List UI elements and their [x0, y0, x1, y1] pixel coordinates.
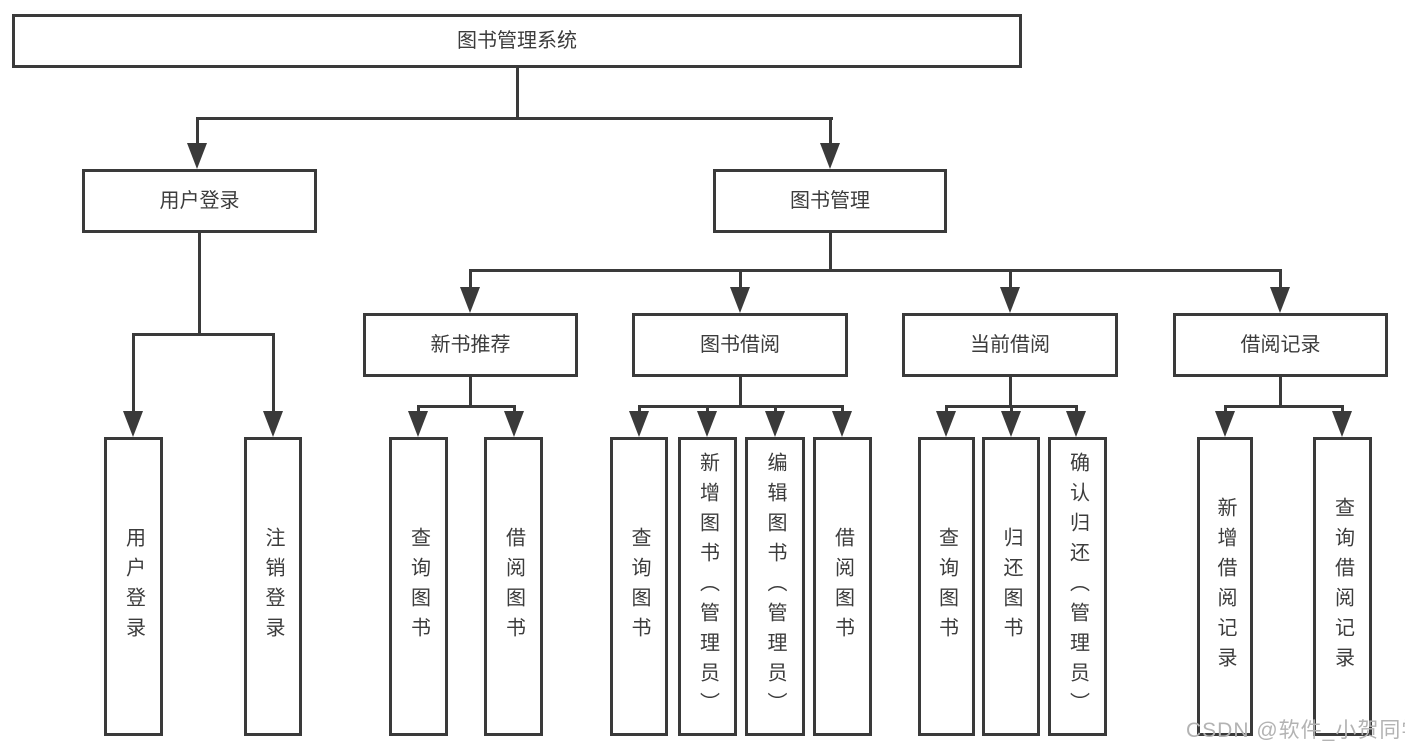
- leaf-query-books-3-label: 查询图书: [935, 526, 958, 647]
- node-current-borrowing-label: 当前借阅: [970, 334, 1050, 356]
- node-new-book-recommend-label: 新书推荐: [430, 334, 511, 356]
- leaf-borrow-books-2-label: 借阅图书: [831, 526, 854, 647]
- connector-hline: [1224, 405, 1343, 408]
- node-user-login-label: 用户登录: [159, 190, 240, 212]
- arrow-down-icon: [504, 411, 524, 437]
- node-book-borrowing: 图书借阅: [632, 313, 848, 377]
- connector-vline: [841, 405, 844, 415]
- arrow-down-icon: [1000, 287, 1020, 313]
- arrow-down-icon: [460, 287, 480, 313]
- leaf-query-borrow-record: 查询借阅记录: [1313, 437, 1372, 736]
- connector-vline: [1010, 405, 1013, 415]
- connector-vline: [1341, 405, 1344, 415]
- arrow-down-icon: [765, 411, 785, 437]
- node-root: 图书管理系统: [12, 14, 1022, 68]
- connector-vline: [272, 333, 275, 414]
- node-book-management: 图书管理: [713, 169, 947, 233]
- connector-hline: [196, 117, 833, 120]
- arrow-down-icon: [697, 411, 717, 437]
- arrow-down-icon: [629, 411, 649, 437]
- leaf-query-books-1-label: 查询图书: [407, 526, 430, 647]
- node-user-login: 用户登录: [82, 169, 317, 233]
- leaf-return-books: 归还图书: [982, 437, 1040, 736]
- leaf-add-borrow-record: 新增借阅记录: [1197, 437, 1253, 736]
- connector-vline: [417, 405, 420, 415]
- connector-vline: [774, 405, 777, 415]
- leaf-query-books-2: 查询图书: [610, 437, 668, 736]
- leaf-logout: 注销登录: [244, 437, 302, 736]
- connector-vline: [1009, 269, 1012, 290]
- leaf-add-books-admin: 新增图书（管理员）: [678, 437, 737, 736]
- connector-vline: [469, 375, 472, 408]
- connector-vline: [513, 405, 516, 415]
- leaf-edit-books-admin-label: 编辑图书（管理员）: [764, 451, 786, 722]
- arrow-down-icon: [1001, 411, 1021, 437]
- arrow-down-icon: [187, 143, 207, 169]
- node-current-borrowing: 当前借阅: [902, 313, 1118, 377]
- connector-hline: [132, 333, 275, 336]
- connector-vline: [132, 333, 135, 414]
- leaf-logout-label: 注销登录: [262, 526, 284, 647]
- leaf-add-books-admin-label: 新增图书（管理员）: [696, 451, 719, 722]
- arrow-down-icon: [263, 411, 283, 437]
- node-borrowing-records-label: 借阅记录: [1240, 334, 1321, 356]
- leaf-query-borrow-record-label: 查询借阅记录: [1331, 496, 1354, 677]
- connector-vline: [706, 405, 709, 415]
- node-borrowing-records: 借阅记录: [1173, 313, 1388, 377]
- connector-hline: [469, 269, 1282, 272]
- leaf-query-books-2-label: 查询图书: [628, 526, 650, 647]
- connector-vline: [945, 405, 948, 415]
- arrow-down-icon: [1066, 411, 1086, 437]
- arrow-down-icon: [123, 411, 143, 437]
- connector-vline: [1279, 269, 1282, 290]
- leaf-user-login-label: 用户登录: [122, 526, 145, 647]
- connector-vline: [196, 117, 199, 146]
- leaf-borrow-books-1: 借阅图书: [484, 437, 543, 736]
- leaf-query-books-1: 查询图书: [389, 437, 448, 736]
- node-book-borrowing-label: 图书借阅: [700, 334, 780, 356]
- leaf-query-books-3: 查询图书: [918, 437, 975, 736]
- connector-vline: [1009, 375, 1012, 408]
- node-new-book-recommend: 新书推荐: [363, 313, 578, 377]
- leaf-borrow-books-1-label: 借阅图书: [502, 526, 525, 647]
- arrow-down-icon: [1270, 287, 1290, 313]
- connector-vline: [739, 375, 742, 408]
- connector-hline: [638, 405, 844, 408]
- arrow-down-icon: [408, 411, 428, 437]
- leaf-confirm-return-admin-label: 确认归还（管理员）: [1066, 451, 1089, 722]
- leaf-edit-books-admin: 编辑图书（管理员）: [745, 437, 805, 736]
- connector-vline: [1075, 405, 1078, 415]
- arrow-down-icon: [832, 411, 852, 437]
- node-book-management-label: 图书管理: [790, 190, 870, 212]
- leaf-confirm-return-admin: 确认归还（管理员）: [1048, 437, 1107, 736]
- connector-hline: [417, 405, 516, 408]
- connector-vline: [516, 68, 519, 119]
- leaf-user-login: 用户登录: [104, 437, 163, 736]
- connector-vline: [1279, 375, 1282, 408]
- connector-vline: [829, 117, 832, 146]
- leaf-return-books-label: 归还图书: [1000, 526, 1022, 647]
- arrow-down-icon: [820, 143, 840, 169]
- connector-vline: [739, 269, 742, 290]
- connector-vline: [198, 231, 201, 336]
- connector-vline: [829, 231, 832, 272]
- leaf-borrow-books-2: 借阅图书: [813, 437, 872, 736]
- arrow-down-icon: [1215, 411, 1235, 437]
- arrow-down-icon: [936, 411, 956, 437]
- leaf-add-borrow-record-label: 新增借阅记录: [1214, 496, 1236, 677]
- csdn-watermark: CSDN @软件_小贺同学: [1186, 719, 1405, 742]
- node-root-label: 图书管理系统: [457, 30, 577, 52]
- connector-vline: [469, 269, 472, 290]
- connector-vline: [638, 405, 641, 415]
- arrow-down-icon: [1332, 411, 1352, 437]
- arrow-down-icon: [730, 287, 750, 313]
- connector-vline: [1224, 405, 1227, 415]
